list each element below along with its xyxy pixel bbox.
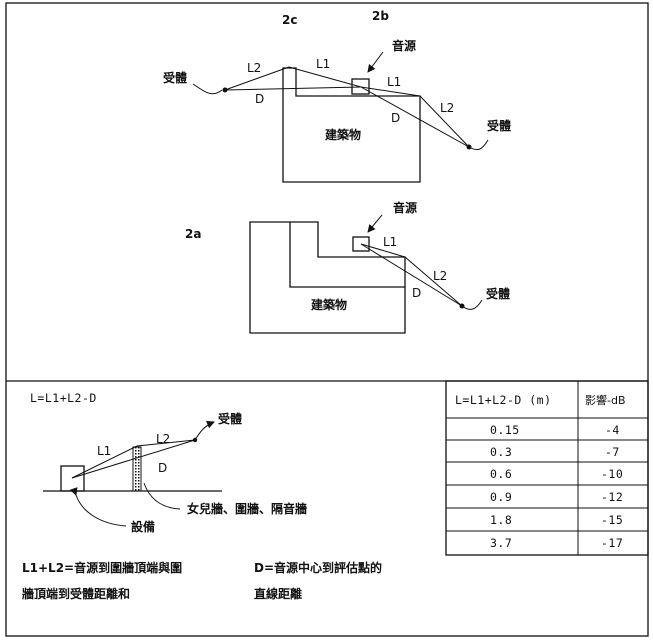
note-right-line1: D=音源中心到評估點的 <box>254 560 382 575</box>
table-cell-db: -17 <box>601 536 623 550</box>
receiver-dot-2a <box>459 303 465 309</box>
formula-ray-L2 <box>136 439 196 447</box>
table-cell-l: 0.15 <box>490 423 520 437</box>
formula-diagram: L=L1+L2-D 受體 L1 L2 D 女兒牆、圍牆、隔音牆 設備 L1+L2… <box>22 391 382 601</box>
ray-L2-right <box>419 95 470 148</box>
building-2a-outer <box>249 221 406 334</box>
receiver-squiggle-2a <box>461 299 483 310</box>
table-cell-db: -7 <box>605 445 620 459</box>
D-right-label: D <box>391 111 400 125</box>
ray-2a-D <box>360 243 463 307</box>
L2-left-label: L2 <box>247 61 261 75</box>
source-label-2bc: 音源 <box>392 38 416 53</box>
barrier-label: 女兒牆、圍牆、隔音牆 <box>187 501 307 516</box>
formula-L1-label: L1 <box>97 444 111 458</box>
attenuation-table: L=L1+L2-D (m) 影響-dB 0.15 -4 0.3 -7 0.6 -… <box>445 380 649 556</box>
ray-2a-L1 <box>360 243 406 258</box>
formula-text: L=L1+L2-D <box>30 391 97 405</box>
receiver-dot-right <box>466 144 472 150</box>
receiver-label-left: 受體 <box>163 70 187 85</box>
label-2b: 2b <box>372 9 389 23</box>
ray-D-left <box>224 86 362 91</box>
source-label-2a: 音源 <box>393 200 417 215</box>
L2-2a-label: L2 <box>433 269 447 283</box>
barrier-wall <box>132 446 142 492</box>
formula-ray-L1 <box>71 445 138 479</box>
table-cell-db: -12 <box>601 490 623 504</box>
table-cell-l: 0.3 <box>490 445 512 459</box>
building-2a-step <box>290 221 406 287</box>
table-cell-db: -4 <box>605 423 620 437</box>
D-2a-label: D <box>412 286 421 300</box>
receiver-squiggle-left <box>192 83 223 95</box>
ray-L2-left <box>224 66 290 91</box>
equipment-label: 設備 <box>131 519 155 534</box>
diagram-2a: 2a 音源 受體 建築物 L1 L2 D <box>185 200 510 334</box>
L1-left-label: L1 <box>316 57 330 71</box>
table-border <box>445 380 649 556</box>
note-left-line2: 牆頂端到受體距離和 <box>22 586 130 601</box>
table-header-db: 影響-dB <box>585 393 626 407</box>
label-2c: 2c <box>282 13 297 27</box>
table-cell-l: 1.8 <box>490 513 512 527</box>
formula-ray-D <box>71 439 196 479</box>
source-box-2bc <box>351 78 370 95</box>
receiver-label-right: 受體 <box>487 118 511 133</box>
ray-L1-left <box>288 66 362 88</box>
label-2a: 2a <box>185 227 201 241</box>
note-right-line2: 直線距離 <box>254 586 302 601</box>
D-left-label: D <box>255 92 264 106</box>
ray-D-right <box>360 86 470 148</box>
source-box-2a <box>352 236 370 252</box>
formula-receiver-label: 受體 <box>218 411 242 426</box>
L2-right-label: L2 <box>440 101 454 115</box>
source-arrow-2a <box>367 214 383 233</box>
equipment-pointer <box>69 487 127 527</box>
table-cell-l: 0.9 <box>490 490 512 504</box>
L1-right-label: L1 <box>387 75 401 89</box>
equipment-box <box>60 465 85 492</box>
formula-D-label: D <box>158 461 167 475</box>
barrier-pointer <box>143 482 181 510</box>
ray-L1-right <box>360 86 421 97</box>
note-left-line1: L1+L2=音源到圍牆頂端與圍 <box>22 560 182 575</box>
source-arrow-2bc <box>367 51 384 73</box>
table-cell-l: 0.6 <box>490 467 512 481</box>
table-cell-db: -10 <box>601 467 623 481</box>
receiver-label-2a: 受體 <box>486 286 510 301</box>
table-header-distance: L=L1+L2-D (m) <box>455 393 552 407</box>
diagram-2bc: 2c 2b 音源 受體 受體 建築物 L2 L1 L1 L2 D D <box>163 9 511 183</box>
ray-2a-L2 <box>404 256 463 307</box>
receiver-squiggle-right <box>468 139 489 151</box>
building-label-2bc: 建築物 <box>324 127 361 142</box>
L1-2a-label: L1 <box>383 235 397 249</box>
table-cell-db: -15 <box>601 513 623 527</box>
receiver-dot-left <box>222 87 228 93</box>
formula-L2-label: L2 <box>156 432 170 446</box>
building-label-2a: 建築物 <box>310 297 347 312</box>
receiver-pointer-arrow <box>194 420 215 441</box>
outer-frame <box>5 2 649 637</box>
table-cell-l: 3.7 <box>490 536 512 550</box>
